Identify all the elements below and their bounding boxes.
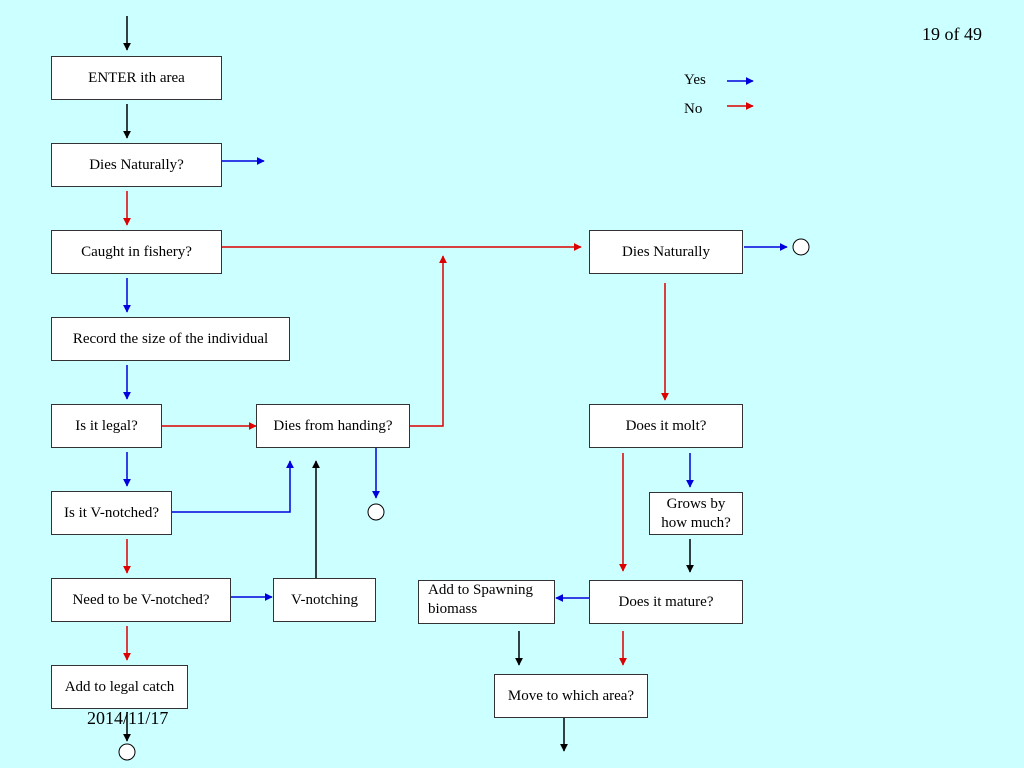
node-is-legal: Is it legal? xyxy=(51,404,162,448)
node-enter-area: ENTER ith area xyxy=(51,56,222,100)
page-number: 19 of 49 xyxy=(922,24,982,44)
end-circle-legal-catch xyxy=(118,743,136,761)
node-add-spawning-line2: biomass xyxy=(428,600,478,617)
node-does-it-mature: Does it mature? xyxy=(589,580,743,624)
node-v-notching: V-notching xyxy=(273,578,376,622)
end-circle-dies-naturally xyxy=(792,238,810,256)
slide-date: 2014/11/17 xyxy=(87,708,169,728)
node-does-it-molt: Does it molt? xyxy=(589,404,743,448)
end-circle-handling xyxy=(367,503,385,521)
node-grows-by-line2: how much? xyxy=(661,514,731,531)
node-record-size: Record the size of the individual xyxy=(51,317,290,361)
node-dies-naturally-question: Dies Naturally? xyxy=(51,143,222,187)
node-need-v-notched: Need to be V-notched? xyxy=(51,578,231,622)
node-grows-by-line1: Grows by xyxy=(666,495,726,512)
node-is-v-notched: Is it V-notched? xyxy=(51,491,172,535)
legend-no-label: No xyxy=(684,101,703,117)
arrow-handling-no-up xyxy=(410,255,447,427)
node-grows-by: Grows by how much? xyxy=(649,492,743,535)
arrow-v-notched-yes-to-handling xyxy=(172,460,294,513)
legend-yes-label: Yes xyxy=(684,72,706,88)
node-caught-in-fishery: Caught in fishery? xyxy=(51,230,222,274)
node-add-spawning-line1: Add to Spawning xyxy=(428,582,533,598)
node-dies-naturally: Dies Naturally xyxy=(589,230,743,274)
node-move-to-area: Move to which area? xyxy=(494,674,648,718)
node-add-legal-catch: Add to legal catch xyxy=(51,665,188,709)
node-dies-from-handling: Dies from handing? xyxy=(256,404,410,448)
node-add-spawning-biomass: Add to Spawning biomass xyxy=(418,580,555,624)
